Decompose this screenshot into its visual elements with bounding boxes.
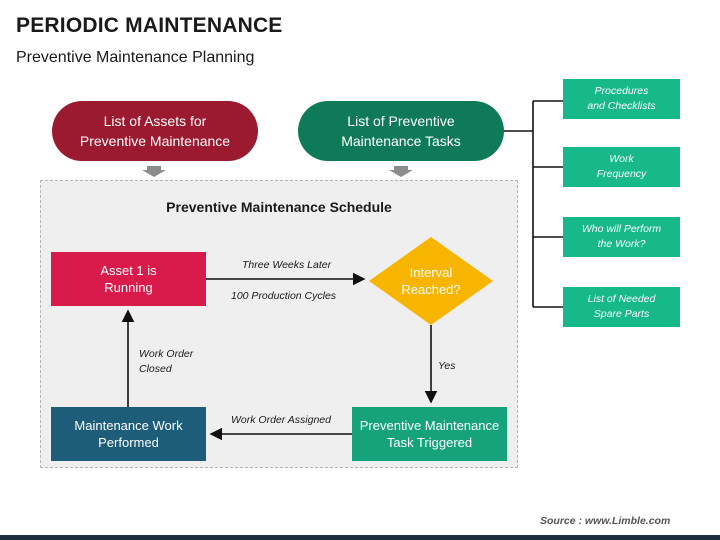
side-item-line2: Spare Parts [593, 308, 650, 320]
asset-running-box: Asset 1 is Running [51, 252, 206, 306]
side-item-procedures: Procedures and Checklists [563, 79, 680, 119]
side-item-who-performs: Who will Perform the Work? [563, 217, 680, 257]
side-item-line1: Who will Perform [581, 223, 662, 235]
side-item-line2: the Work? [597, 238, 646, 250]
triggered-line1: Preventive Maintenance [359, 418, 500, 433]
page-title: PERIODIC MAINTENANCE [16, 14, 283, 37]
performed-line1: Maintenance Work [74, 418, 183, 433]
interval-diamond-shape [369, 237, 493, 325]
page-subtitle: Preventive Maintenance Planning [16, 49, 255, 66]
bottom-bar [0, 535, 720, 540]
assets-pill-line1: List of Assets for [103, 113, 207, 129]
tasks-down-arrow-icon [389, 166, 413, 177]
assets-down-arrow-icon [142, 166, 166, 177]
side-item-line1: List of Needed [587, 293, 656, 305]
performed-line2: Performed [98, 435, 159, 450]
asset-box-line1: Asset 1 is [100, 263, 157, 278]
assets-pill-line2: Preventive Maintenance [79, 133, 231, 149]
side-item-line1: Procedures [594, 85, 649, 97]
label-work-order-assigned: Work Order Assigned [231, 414, 331, 426]
side-item-line2: and Checklists [587, 100, 656, 112]
closed-line2: Closed [139, 363, 172, 375]
interval-line1: Interval [409, 265, 453, 280]
source-credit: Source : www.Limble.com [540, 515, 671, 527]
triggered-line2: Task Triggered [386, 435, 473, 450]
side-item-line1: Work [609, 153, 634, 165]
tasks-pill-line1: List of Preventive [347, 113, 455, 129]
label-production-cycles: 100 Production Cycles [231, 290, 337, 302]
closed-line1: Work Order [139, 348, 194, 360]
label-three-weeks: Three Weeks Later [242, 259, 332, 271]
interval-line2: Reached? [401, 282, 461, 297]
label-work-order-closed: Work Order Closed [139, 347, 193, 377]
asset-box-line2: Running [104, 280, 153, 295]
tasks-pill-line2: Maintenance Tasks [341, 133, 461, 149]
label-yes: Yes [438, 360, 456, 372]
side-item-line2: Frequency [596, 168, 647, 180]
schedule-title: Preventive Maintenance Schedule [166, 199, 392, 215]
